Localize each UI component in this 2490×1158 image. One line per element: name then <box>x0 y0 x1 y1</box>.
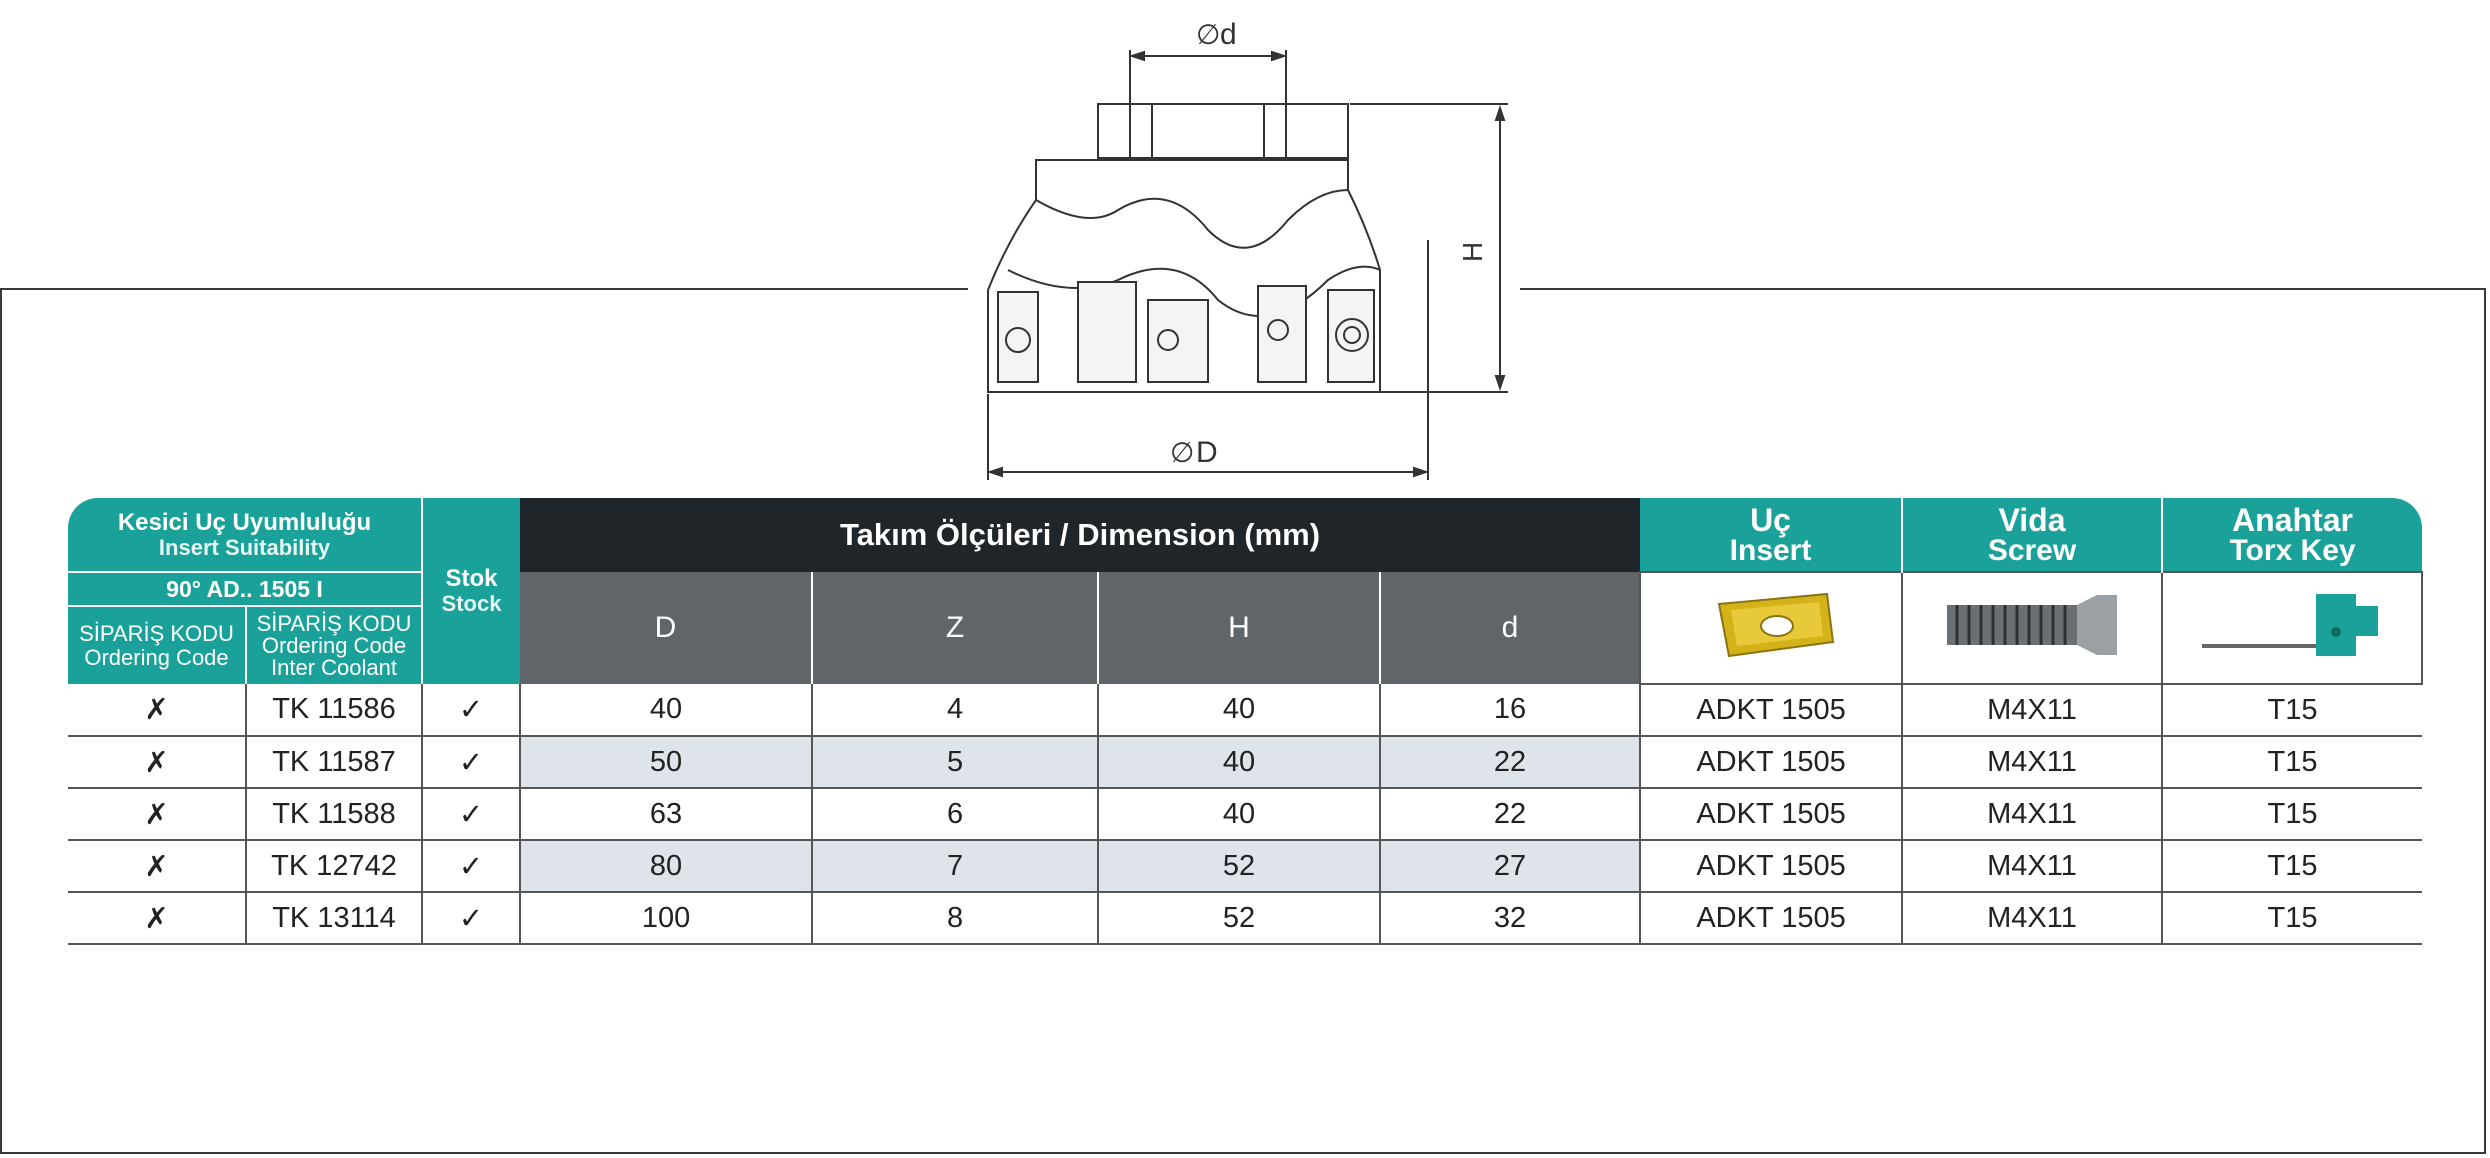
cell-H: 40 <box>1098 736 1382 789</box>
stock-en: Stock <box>441 591 502 616</box>
stock-check: ✓ <box>422 840 522 893</box>
key-en: Torx Key <box>2229 533 2356 567</box>
spec-table: Kesici Uç Uyumluluğu Insert Suitability … <box>68 498 2424 945</box>
ordering-code2-tr: SİPARİŞ KODU <box>256 610 412 636</box>
cell-Z: 6 <box>812 788 1100 841</box>
drawing-label-d: d <box>1220 18 1237 51</box>
insert-image-cell <box>1639 571 1904 685</box>
table-row: ✗ TK 13114 ✓ 100 8 52 32 ADKT 1505 M4X11… <box>68 892 2423 945</box>
header-torx-key: Anahtar Torx Key <box>2162 498 2423 572</box>
header-insert: Uç Insert <box>1640 498 1904 572</box>
ordering-code-en: Ordering Code <box>84 644 229 670</box>
cell-screw: M4X11 <box>1902 788 2164 841</box>
ordering-code: TK 11588 <box>246 788 424 841</box>
header-dimension: Takım Ölçüleri / Dimension (mm) <box>520 498 1641 572</box>
cell-insert: ADKT 1505 <box>1640 892 1904 945</box>
cell-d: 22 <box>1380 788 1642 841</box>
insert-image <box>1717 592 1835 657</box>
face-mill-drawing: ∅ d ∅ D H <box>986 18 1508 480</box>
cell-insert: ADKT 1505 <box>1640 736 1904 789</box>
stock-tr: Stok <box>445 565 498 592</box>
cell-insert: ADKT 1505 <box>1640 788 1904 841</box>
stock-check: ✓ <box>422 788 522 841</box>
drawing-label-D: D <box>1196 436 1218 469</box>
std-mark: ✗ <box>68 788 247 841</box>
std-mark: ✗ <box>68 892 247 945</box>
cell-D: 80 <box>520 840 814 893</box>
ordering-code: TK 13114 <box>246 892 424 945</box>
screw-en: Screw <box>1987 533 2077 567</box>
cell-key: T15 <box>2162 788 2423 841</box>
key-image-cell <box>2161 571 2424 685</box>
insert-suitability-en: Insert Suitability <box>158 534 331 560</box>
screw-image-cell <box>1901 571 2164 685</box>
insert-suitability-tr: Kesici Uç Uyumluluğu <box>117 508 372 536</box>
cell-key: T15 <box>2162 840 2423 893</box>
key-tr: Anahtar <box>2232 501 2353 538</box>
table-row: ✗ TK 11586 ✓ 40 4 40 16 ADKT 1505 M4X11 … <box>68 684 2423 737</box>
cell-D: 63 <box>520 788 814 841</box>
ordering-code-tr: SİPARİŞ KODU <box>79 620 234 646</box>
header-ordering-code-coolant: SİPARİŞ KODU Ordering Code Inter Coolant <box>246 606 423 684</box>
cell-screw: M4X11 <box>1902 892 2164 945</box>
screw-tr: Vida <box>1998 501 2066 538</box>
col-header-d: d <box>1380 572 1641 684</box>
cell-d: 16 <box>1380 684 1642 737</box>
header-screw: Vida Screw <box>1902 498 2164 572</box>
std-mark: ✗ <box>68 684 247 737</box>
header-ordering-code: SİPARİŞ KODU Ordering Code <box>68 606 247 684</box>
cell-D: 40 <box>520 684 814 737</box>
cell-key: T15 <box>2162 684 2423 737</box>
drawing-label-H: H <box>1457 242 1488 262</box>
cell-Z: 8 <box>812 892 1100 945</box>
ordering-code: TK 11586 <box>246 684 424 737</box>
stock-check: ✓ <box>422 684 522 737</box>
stock-check: ✓ <box>422 736 522 789</box>
insert-tr: Uç <box>1750 501 1791 538</box>
header-stock: Stok Stock <box>421 498 521 684</box>
col-header-H: H <box>1098 572 1382 684</box>
table-row: ✗ TK 12742 ✓ 80 7 52 27 ADKT 1505 M4X11 … <box>68 840 2423 893</box>
header-insert-suitability: Kesici Uç Uyumluluğu Insert Suitability <box>68 498 423 573</box>
cell-H: 40 <box>1098 788 1382 841</box>
insert-en: Insert <box>1729 533 1812 567</box>
drawing-label-d-symbol: ∅ <box>1196 19 1220 50</box>
stock-check: ✓ <box>422 892 522 945</box>
tool-drawing: ∅ d ∅ D H <box>968 0 1520 484</box>
table-row: ✗ TK 11587 ✓ 50 5 40 22 ADKT 1505 M4X11 … <box>68 736 2423 789</box>
cell-D: 100 <box>520 892 814 945</box>
cell-d: 27 <box>1380 840 1642 893</box>
cell-H: 52 <box>1098 892 1382 945</box>
col-header-Z: Z <box>812 572 1100 684</box>
cell-D: 50 <box>520 736 814 789</box>
ordering-code2-note: Inter Coolant <box>271 654 397 680</box>
cell-Z: 7 <box>812 840 1100 893</box>
cell-d: 32 <box>1380 892 1642 945</box>
cell-H: 40 <box>1098 684 1382 737</box>
std-mark: ✗ <box>68 840 247 893</box>
torx-key-image <box>2202 593 2379 656</box>
screw-image <box>1947 594 2118 655</box>
dimension-tr: Takım Ölçüleri / <box>839 517 1069 552</box>
ordering-code: TK 12742 <box>246 840 424 893</box>
cell-Z: 4 <box>812 684 1100 737</box>
cell-screw: M4X11 <box>1902 840 2164 893</box>
cell-H: 52 <box>1098 840 1382 893</box>
insert-type: 90° AD.. 1505 I <box>68 572 423 607</box>
cell-screw: M4X11 <box>1902 736 2164 789</box>
cell-insert: ADKT 1505 <box>1640 684 1904 737</box>
std-mark: ✗ <box>68 736 247 789</box>
cell-key: T15 <box>2162 736 2423 789</box>
cell-screw: M4X11 <box>1902 684 2164 737</box>
drawing-label-D-symbol: ∅ <box>1170 437 1194 468</box>
ordering-code: TK 11587 <box>246 736 424 789</box>
col-header-D: D <box>520 572 814 684</box>
dimension-en: Dimension (mm) <box>1077 517 1321 552</box>
cell-key: T15 <box>2162 892 2423 945</box>
cell-d: 22 <box>1380 736 1642 789</box>
ordering-code2-en: Ordering Code <box>261 632 407 658</box>
cell-insert: ADKT 1505 <box>1640 840 1904 893</box>
table-row: ✗ TK 11588 ✓ 63 6 40 22 ADKT 1505 M4X11 … <box>68 788 2423 841</box>
cell-Z: 5 <box>812 736 1100 789</box>
